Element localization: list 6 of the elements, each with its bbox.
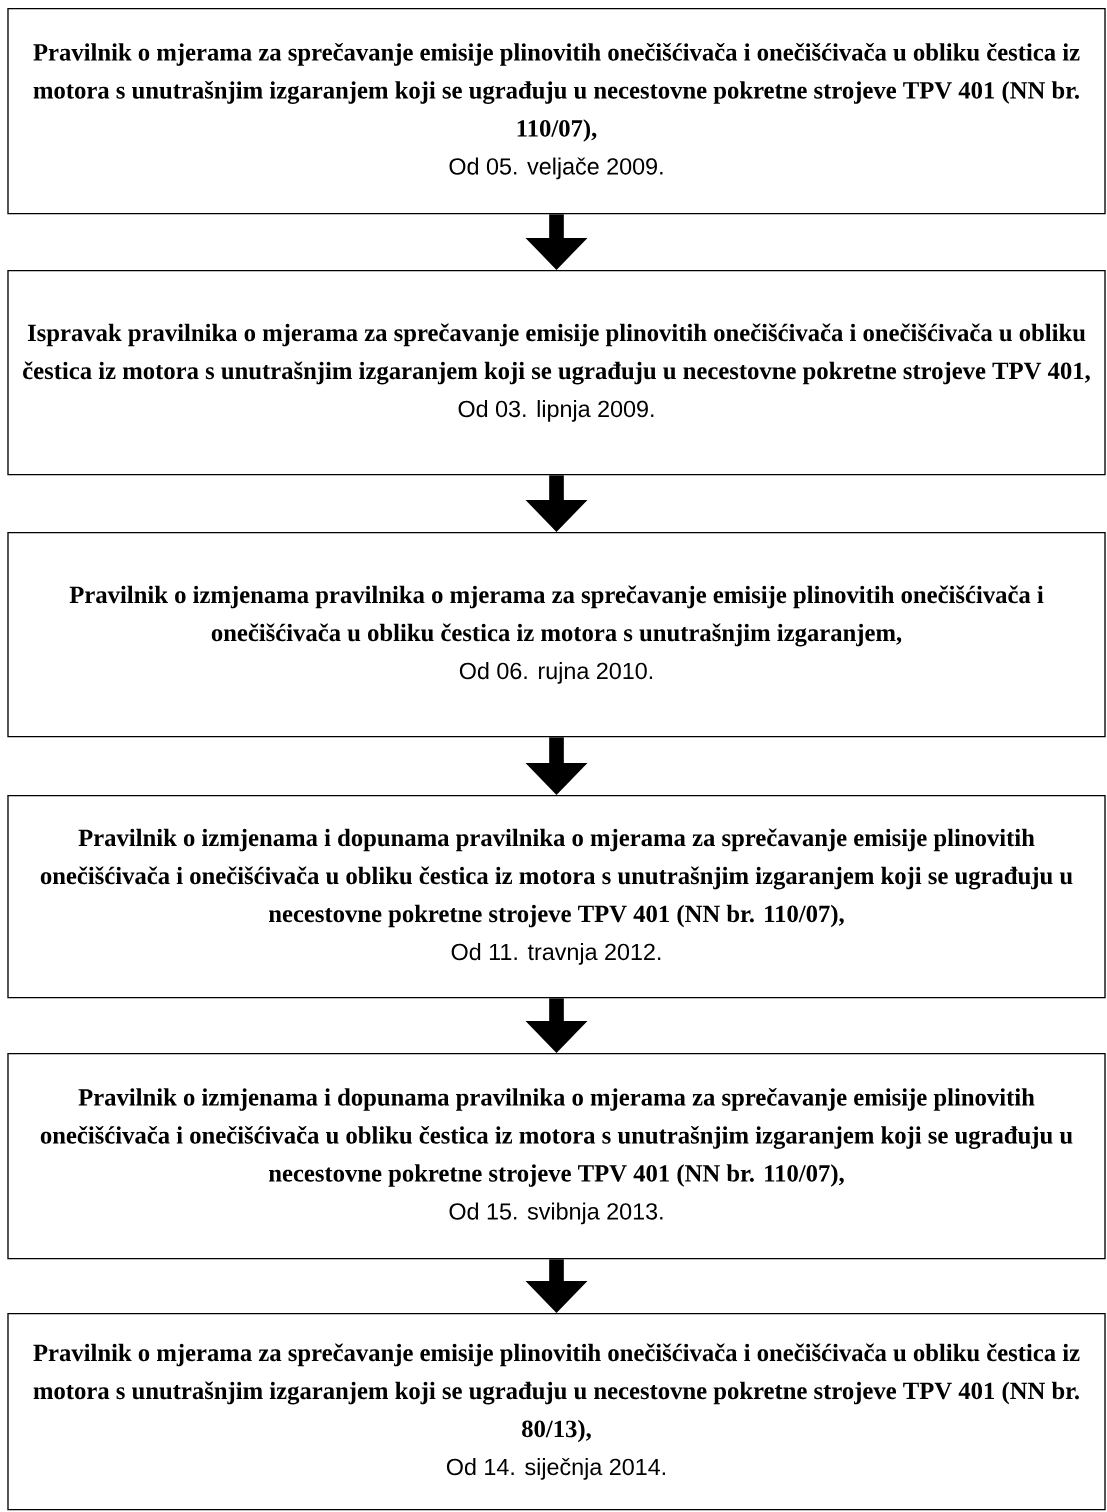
process-box: Pravilnik o mjerama za sprečavanje emisije plinovitih onečišćivača i onečišćivača u obliku čestica iz motora s unutrašnjim izgaranjem koji se ugrađuju u necestovne pokretne strojeve TPV 401 (NN br. 110/07), Od 05. veljače 2009.	[7, 8, 1106, 215]
process-box: Pravilnik o izmjenama pravilnika o mjerama za sprečavanje emisije plinovitih onečišćivača i onečišćivača u obliku čestica iz motora s unutrašnjim izgaranjem, Od 06. rujna 2010.	[7, 532, 1106, 738]
process-box: Pravilnik o izmjenama i dopunama pravilnika o mjerama za sprečavanje emisije plinovitih onečišćivača i onečišćivača u obliku čestica iz motora s unutrašnjim izgaranjem koji se ugrađuju u necestovne pokretne strojeve TPV 401 (NN br. 110/07), Od 15. svibnja 2013.	[7, 1053, 1106, 1260]
process-box: Pravilnik o izmjenama i dopunama pravilnika o mjerama za sprečavanje emisije plinovitih onečišćivača i onečišćivača u obliku čestica iz motora s unutrašnjim izgaranjem koji se ugrađuju u necestovne pokretne strojeve TPV 401 (NN br. 110/07), Od 11. travnja 2012.	[7, 795, 1106, 999]
process-box: Pravilnik o mjerama za sprečavanje emisije plinovitih onečišćivača i onečišćivača u obliku čestica iz motora s unutrašnjim izgaranjem koji se ugrađuju u necestovne pokretne strojeve TPV 401 (NN br. 80/13), Od 14. siječnja 2014.	[7, 1313, 1106, 1511]
process-box: Ispravak pravilnika o mjerama za sprečavanje emisije plinovitih onečišćivača i onečišćivača u obliku čestica iz motora s unutrašnjim izgaranjem koji se ugrađuju u necestovne pokretne strojeve TPV 401, Od 03. lipnja 2009.	[7, 270, 1106, 476]
